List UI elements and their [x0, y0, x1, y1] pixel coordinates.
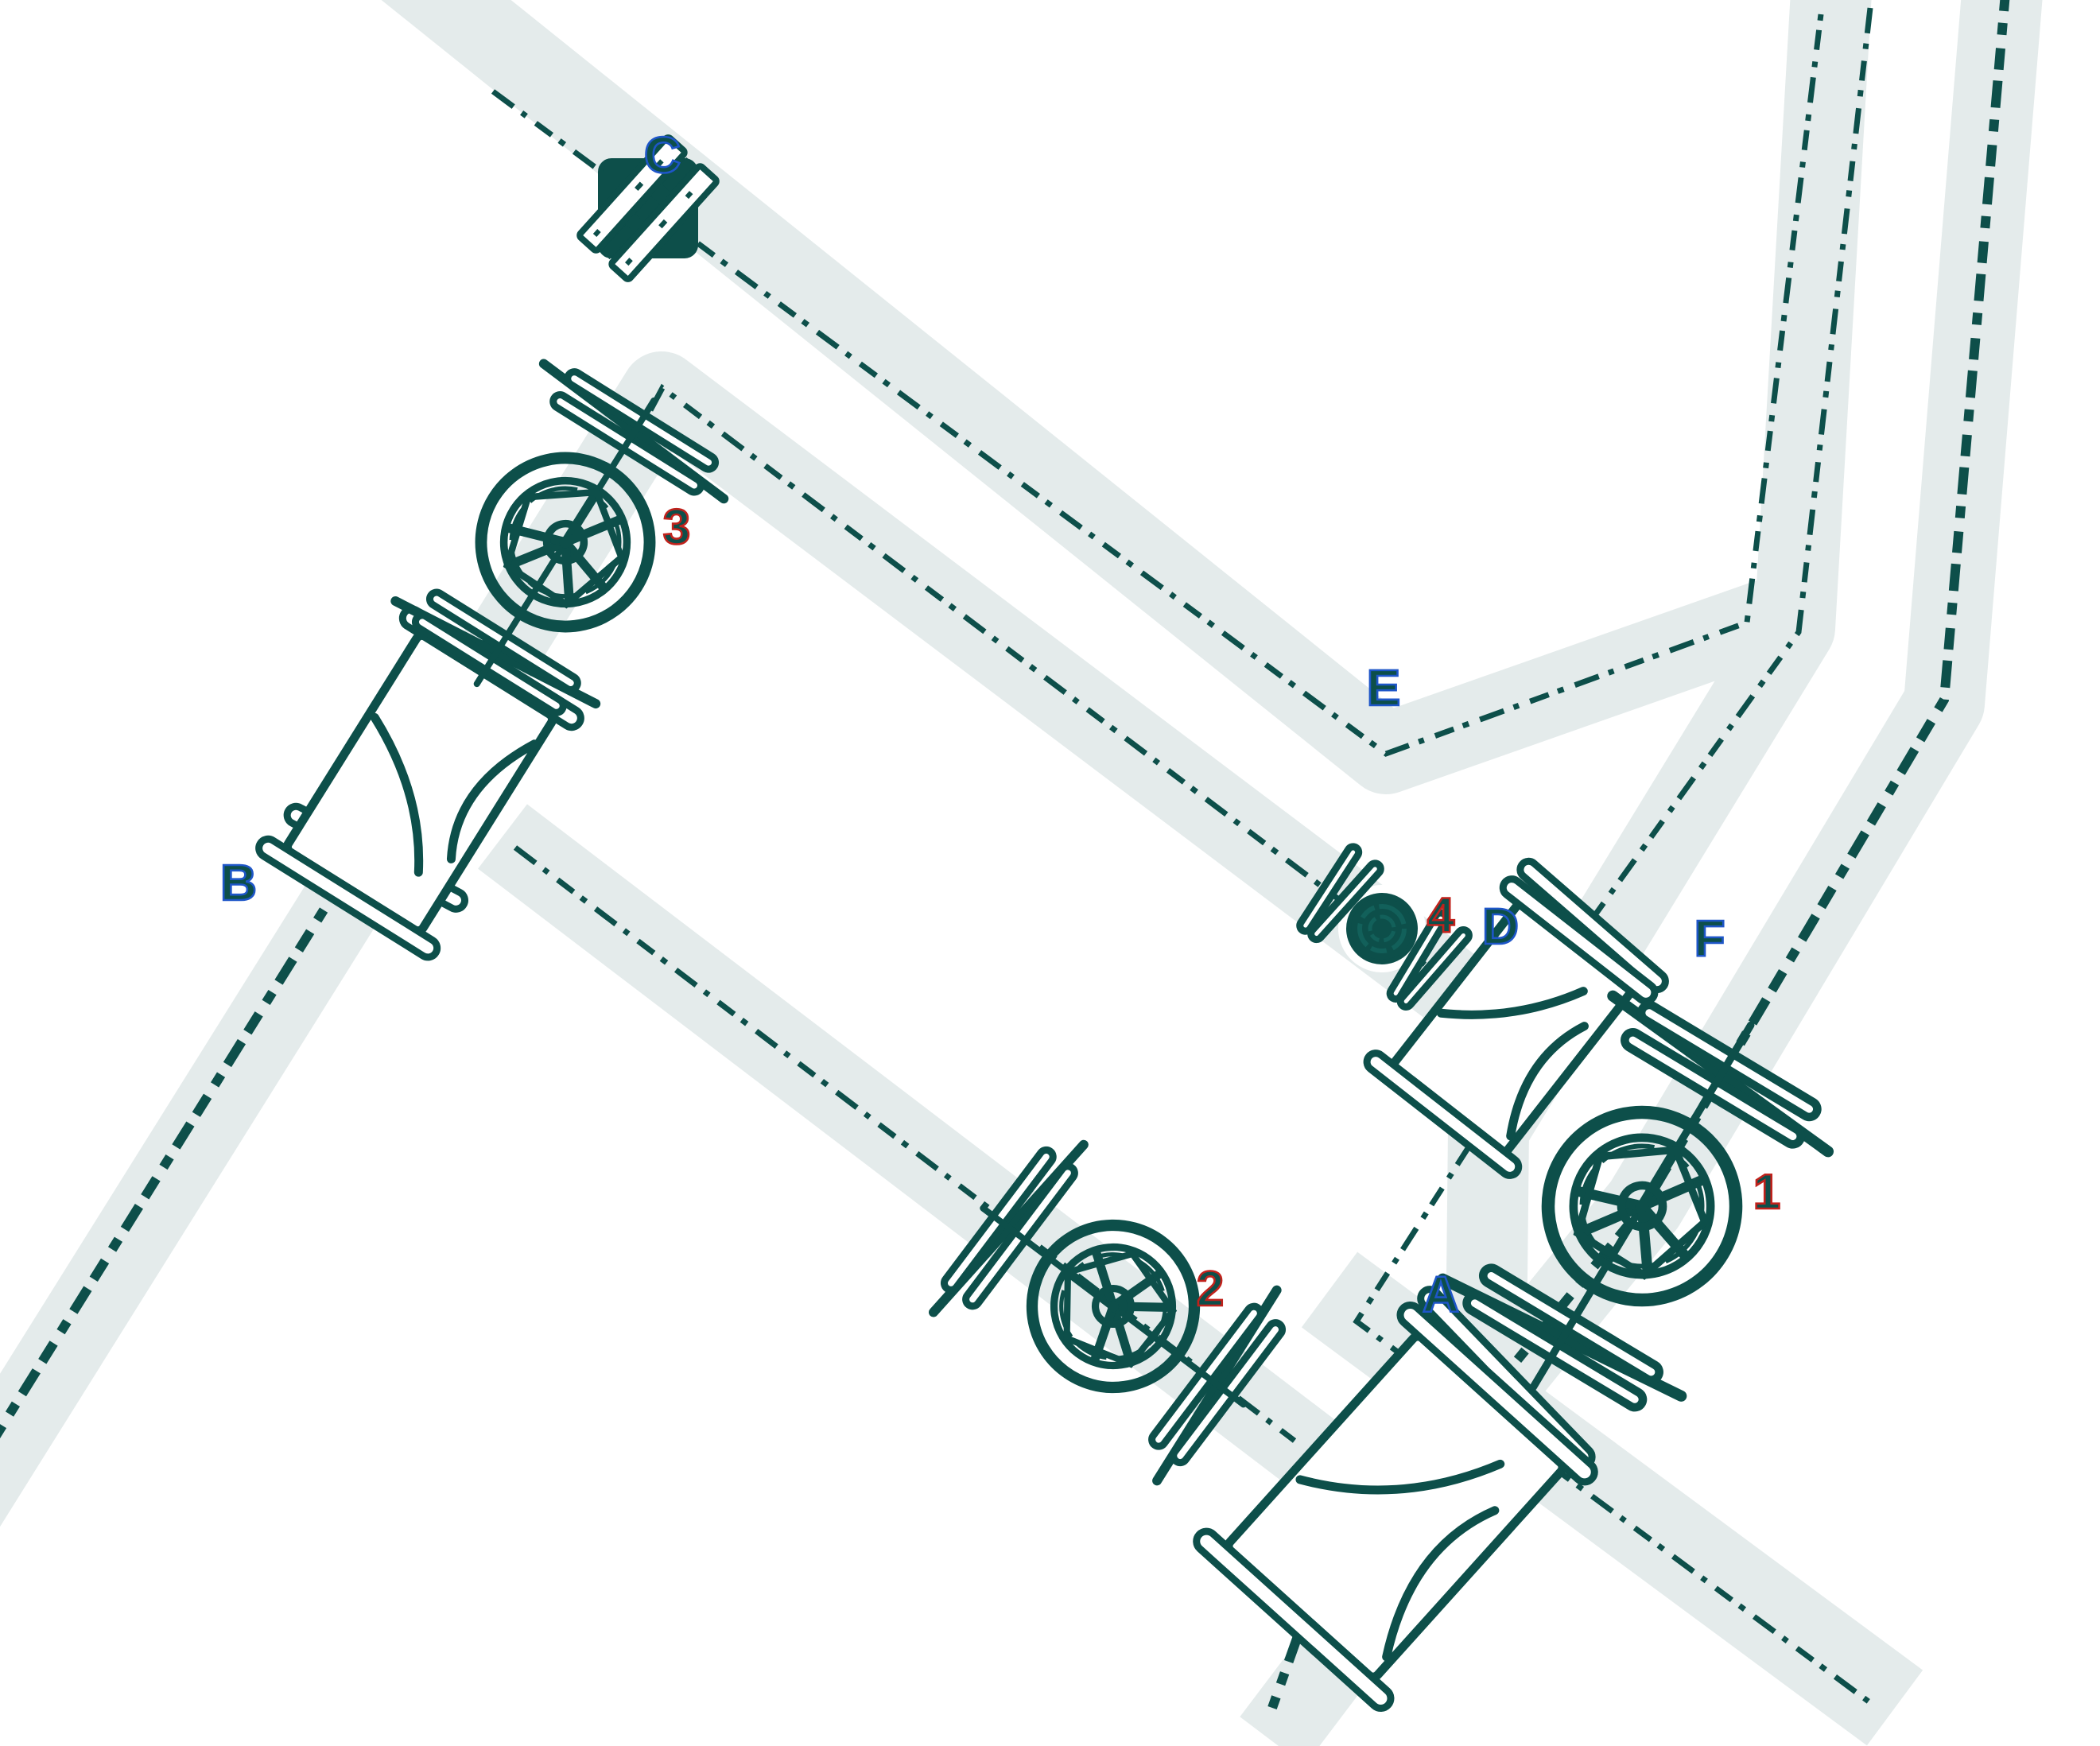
corridor-C-E	[381, 0, 1788, 794]
tee-D-south-flange	[1363, 1050, 1523, 1179]
centerline-E	[491, 14, 1824, 757]
marker-2[interactable]: 2	[1195, 1261, 1225, 1318]
tee-B-south-flange	[255, 835, 441, 961]
tee-A-inner-curve	[1382, 1506, 1500, 1662]
tee-A-inner-curve	[1295, 1459, 1505, 1495]
handwheel-valve-3[interactable]	[381, 341, 748, 743]
centerline-D-descending	[1523, 7, 1873, 1015]
marker-4[interactable]: 4	[1426, 887, 1456, 945]
tee-B-inner-curve	[446, 739, 539, 863]
corridor-B-valve3-valve4	[0, 351, 1518, 1527]
inline-device-C[interactable]	[576, 134, 720, 282]
marker-B[interactable]: B	[219, 853, 258, 913]
tee-A-south-flange	[1193, 1527, 1395, 1713]
marker-A[interactable]: A	[1422, 1265, 1461, 1325]
tee-D-north-flange	[1499, 875, 1659, 1005]
centerline-F-casing	[1494, 0, 2010, 1387]
centerline-B-casing	[0, 874, 349, 1439]
marker-3[interactable]: 3	[662, 499, 691, 557]
tee-fitting-near-D	[1363, 857, 1669, 1179]
tee-fitting-near-A	[1193, 1286, 1598, 1713]
marker-D[interactable]: D	[1481, 897, 1520, 956]
markers: A B C D E F 1 2 3 4	[219, 126, 1782, 1325]
centerline-A-southeast	[1353, 1142, 1871, 1704]
handwheel-valve-1[interactable]	[1419, 956, 1864, 1455]
tee-D-inner-curve	[1506, 1022, 1589, 1141]
tee-A-north-flange	[1396, 1301, 1598, 1486]
marker-E[interactable]: E	[1365, 658, 1401, 718]
small-valve-4[interactable]	[1292, 843, 1473, 1013]
marker-F[interactable]: F	[1693, 909, 1726, 968]
marker-C[interactable]: C	[643, 126, 682, 185]
marker-1[interactable]: 1	[1752, 1164, 1781, 1221]
tee-D-inner-curve	[1436, 987, 1588, 1019]
tee-B-inner-curve	[370, 712, 424, 877]
centerline-A-south-stub	[1267, 1634, 1302, 1710]
handwheel-valve-2[interactable]	[915, 1119, 1310, 1495]
